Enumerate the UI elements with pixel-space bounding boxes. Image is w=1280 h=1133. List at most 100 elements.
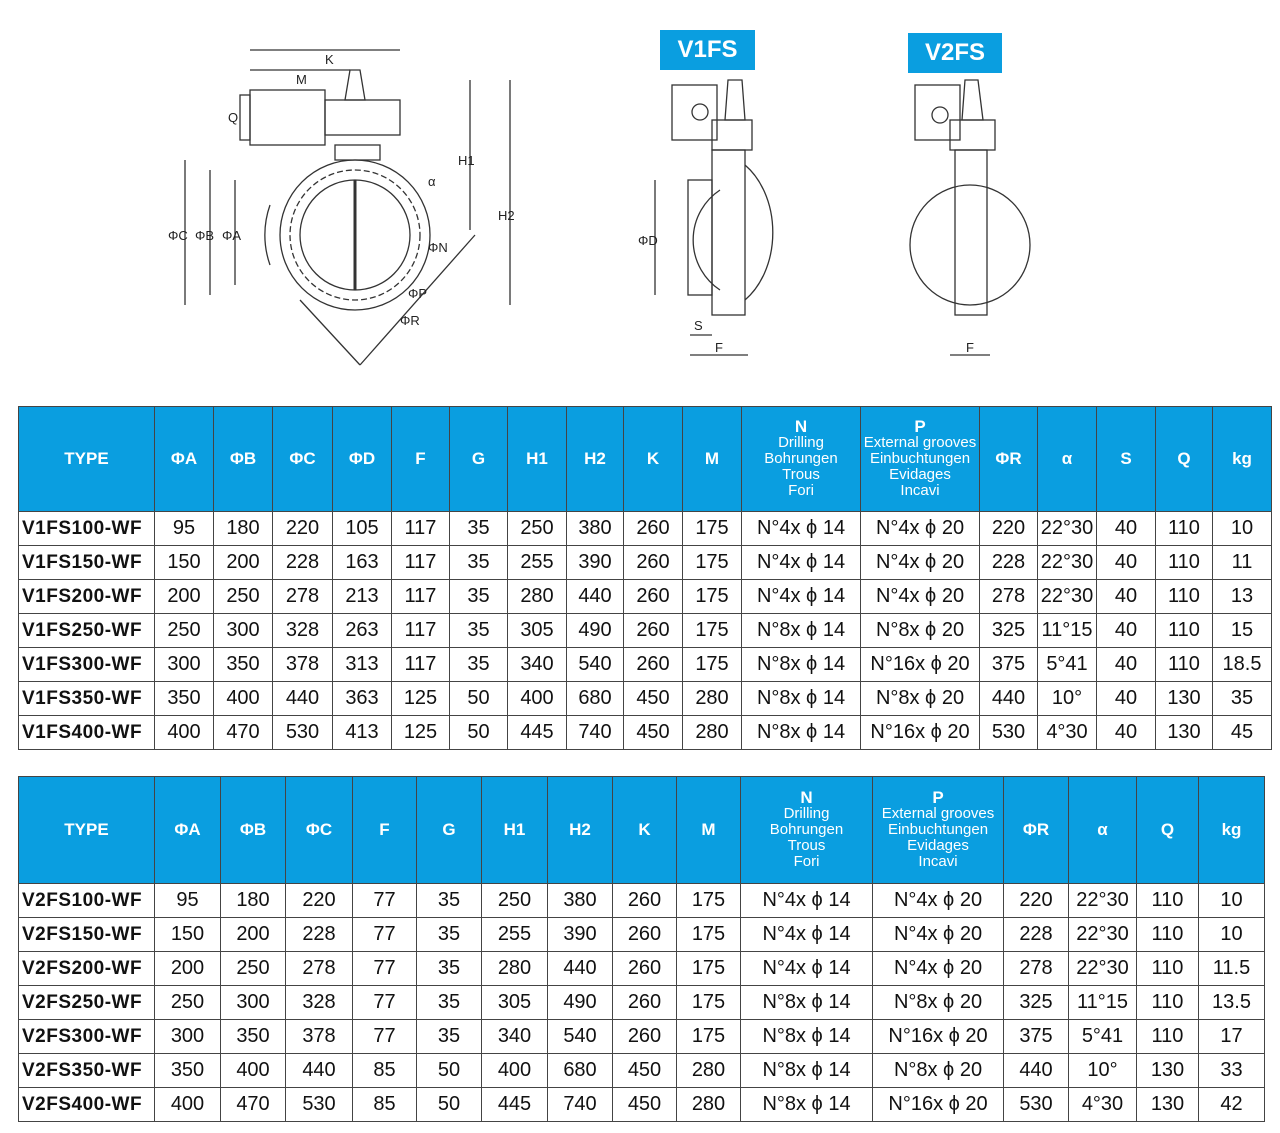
value-cell: 740 (547, 1087, 613, 1122)
value-cell: 110 (1136, 917, 1199, 952)
label-f-v1: F (715, 340, 723, 355)
value-cell: 278 (979, 579, 1038, 614)
value-cell: 400 (154, 1087, 221, 1122)
value-cell: 470 (220, 1087, 286, 1122)
value-cell: 22°30 (1037, 511, 1097, 546)
column-header: ΦD (332, 406, 392, 512)
value-cell: 130 (1155, 715, 1213, 750)
header-line: Fori (793, 853, 820, 870)
type-cell: V1FS300-WF (18, 647, 155, 682)
value-cell: 4°30 (1068, 1087, 1137, 1122)
v1fs-badge: V1FS (660, 30, 755, 70)
value-cell: 35 (416, 951, 482, 986)
value-cell: 228 (979, 545, 1038, 580)
value-cell: 380 (547, 883, 613, 918)
column-header: ΦA (154, 406, 214, 512)
value-cell: 117 (391, 579, 450, 614)
v1fs-side-view (654, 79, 774, 356)
value-cell: 13.5 (1198, 985, 1265, 1020)
label-h2: H2 (498, 208, 515, 223)
header-line: Einbuchtungen (887, 821, 989, 838)
value-cell: 390 (566, 545, 624, 580)
value-cell: 18.5 (1212, 647, 1272, 682)
type-cell: V1FS200-WF (18, 579, 155, 614)
header-line: External grooves (863, 434, 977, 451)
value-cell: 45 (1212, 715, 1272, 750)
value-cell: N°4x ϕ 14 (741, 579, 861, 614)
value-cell: 35 (416, 1019, 482, 1054)
value-cell: 35 (449, 647, 508, 682)
value-cell: 77 (352, 917, 417, 952)
value-cell: 200 (213, 545, 273, 580)
value-cell: 125 (391, 715, 450, 750)
type-cell: V1FS250-WF (18, 613, 155, 648)
value-cell: 11°15 (1037, 613, 1097, 648)
value-cell: 278 (1003, 951, 1069, 986)
value-cell: 440 (979, 681, 1038, 716)
value-cell: N°8x ϕ 20 (872, 1053, 1004, 1088)
value-cell: 350 (154, 681, 214, 716)
header-line: Evidages (889, 466, 951, 483)
value-cell: 77 (352, 985, 417, 1020)
value-cell: 375 (1003, 1019, 1069, 1054)
value-cell: 350 (154, 1053, 221, 1088)
value-cell: 305 (481, 985, 548, 1020)
value-cell: N°8x ϕ 20 (872, 985, 1004, 1020)
value-cell: 250 (213, 579, 273, 614)
value-cell: 50 (449, 681, 508, 716)
value-cell: N°8x ϕ 14 (740, 1087, 873, 1122)
value-cell: 175 (676, 1019, 741, 1054)
value-cell: 450 (623, 681, 683, 716)
value-cell: 445 (481, 1087, 548, 1122)
value-cell: 11°15 (1068, 985, 1137, 1020)
value-cell: 40 (1096, 545, 1156, 580)
value-cell: 110 (1136, 1019, 1199, 1054)
value-cell: 400 (213, 681, 273, 716)
value-cell: 35 (449, 545, 508, 580)
column-header: α (1068, 776, 1137, 884)
value-cell: 278 (272, 579, 333, 614)
header-line: Bohrungen (764, 450, 838, 467)
value-cell: 200 (154, 951, 221, 986)
header-line: Drilling (778, 434, 824, 451)
label-c: ΦC (168, 228, 188, 243)
value-cell: 40 (1096, 579, 1156, 614)
column-header: kg (1212, 406, 1272, 512)
value-cell: N°16x ϕ 20 (860, 647, 980, 682)
header-line: Evidages (907, 837, 969, 854)
value-cell: 220 (285, 883, 353, 918)
column-header: ΦB (213, 406, 273, 512)
value-cell: 378 (272, 647, 333, 682)
type-cell: V2FS150-WF (18, 917, 155, 952)
label-f-v2: F (966, 340, 974, 355)
value-cell: 280 (682, 681, 742, 716)
type-cell: V2FS300-WF (18, 1019, 155, 1054)
value-cell: 490 (566, 613, 624, 648)
value-cell: N°4x ϕ 14 (740, 951, 873, 986)
label-alpha: α (428, 174, 436, 189)
value-cell: N°4x ϕ 20 (872, 883, 1004, 918)
value-cell: 105 (332, 511, 392, 546)
value-cell: 175 (676, 951, 741, 986)
value-cell: 260 (612, 1019, 677, 1054)
value-cell: 530 (979, 715, 1038, 750)
value-cell: 375 (979, 647, 1038, 682)
value-cell: 10° (1037, 681, 1097, 716)
value-cell: 40 (1096, 647, 1156, 682)
value-cell: 400 (481, 1053, 548, 1088)
column-header: TYPE (18, 776, 155, 884)
header-line: Incavi (900, 482, 940, 499)
value-cell: 110 (1155, 545, 1213, 580)
value-cell: 263 (332, 613, 392, 648)
header-line: Incavi (918, 853, 958, 870)
header-line: Trous (782, 466, 820, 483)
value-cell: 11.5 (1198, 951, 1265, 986)
value-cell: 220 (1003, 883, 1069, 918)
value-cell: 130 (1136, 1087, 1199, 1122)
